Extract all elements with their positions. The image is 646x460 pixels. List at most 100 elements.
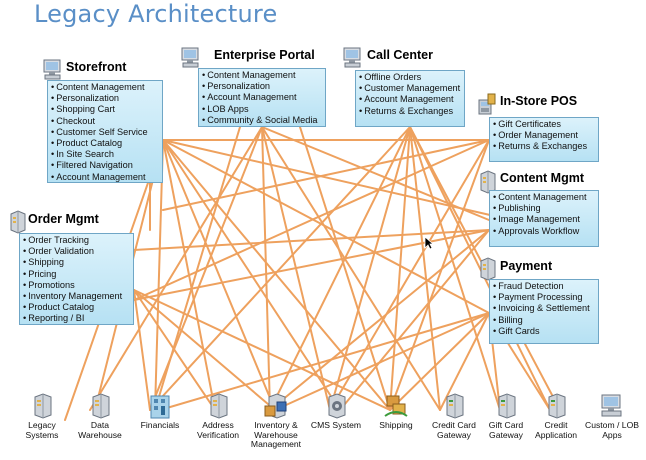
server-icon bbox=[480, 257, 496, 281]
backend-credit-application[interactable]: Credit Application bbox=[528, 392, 584, 440]
capability-item: Customer Self Service bbox=[51, 127, 159, 138]
backend-label: Inventory & Warehouse Management bbox=[250, 420, 302, 450]
backend-label: Address Verification bbox=[196, 420, 240, 440]
financials-icon bbox=[150, 395, 170, 419]
capability-item: Order Validation bbox=[23, 246, 130, 257]
capability-item: Personalization bbox=[51, 93, 159, 104]
backend-label: Data Warehouse bbox=[78, 420, 122, 440]
connector-line bbox=[133, 289, 276, 411]
backend-shipping[interactable]: Shipping bbox=[368, 392, 424, 431]
capability-item: Shopping Cart bbox=[51, 104, 159, 115]
connector-line bbox=[133, 229, 490, 251]
capability-item: Customer Management bbox=[359, 83, 461, 94]
backend-data-warehouse[interactable]: Data Warehouse bbox=[72, 392, 128, 440]
connector-line bbox=[154, 139, 164, 411]
connector-line bbox=[162, 139, 490, 314]
connector-line bbox=[389, 139, 490, 411]
capability-item: Filtered Navigation bbox=[51, 160, 159, 171]
capability-item: Inventory Management bbox=[23, 291, 130, 302]
system-title: Call Center bbox=[367, 48, 433, 62]
backend-label: Custom / LOB Apps bbox=[585, 420, 639, 440]
backend-inventory-warehouse[interactable]: Inventory & Warehouse Management bbox=[246, 392, 306, 450]
backend-credit-card-gateway[interactable]: Credit Card Gateway bbox=[424, 392, 484, 440]
capability-item: Account Management bbox=[51, 172, 159, 183]
capability-item: Gift Cards bbox=[493, 326, 595, 337]
system-title: Storefront bbox=[66, 60, 127, 74]
system-title: In-Store POS bbox=[500, 94, 578, 108]
system-capabilities-box: Content ManagementPersonalizationShoppin… bbox=[47, 80, 163, 183]
backend-label: Credit Card Gateway bbox=[432, 420, 476, 440]
connector-line bbox=[269, 229, 490, 411]
connector-line bbox=[329, 139, 490, 411]
system-capabilities-box: Fraud DetectionPayment ProcessingInvoici… bbox=[489, 279, 599, 344]
backend-label: Gift Card Gateway bbox=[488, 420, 524, 440]
capability-item: Gift Certificates bbox=[493, 119, 595, 130]
capability-item: LOB Apps bbox=[202, 104, 322, 115]
capability-item: Reporting / BI bbox=[23, 313, 130, 324]
computer-icon bbox=[181, 47, 199, 68]
backend-cms-system[interactable]: CMS System bbox=[308, 392, 364, 431]
capability-item: Promotions bbox=[23, 280, 130, 291]
backend-label: Financials bbox=[140, 420, 180, 430]
server-icon bbox=[92, 393, 110, 419]
backend-label: Shipping bbox=[379, 420, 413, 430]
capability-item: Payment Processing bbox=[493, 292, 595, 303]
server-icon bbox=[548, 393, 566, 419]
server-icon bbox=[10, 210, 26, 234]
computer-icon bbox=[601, 394, 622, 417]
connector-line bbox=[261, 126, 441, 411]
connector-line bbox=[389, 126, 411, 411]
system-capabilities-box: Gift CertificatesOrder ManagementReturns… bbox=[489, 117, 599, 162]
capability-item: Content Management bbox=[202, 70, 322, 81]
capability-item: Content Management bbox=[493, 192, 595, 203]
capability-item: Image Management bbox=[493, 214, 595, 225]
connector-line bbox=[409, 126, 501, 411]
capability-item: Account Management bbox=[359, 94, 461, 105]
connector-line bbox=[269, 126, 411, 411]
system-title: Content Mgmt bbox=[500, 171, 585, 185]
capability-item: Product Catalog bbox=[51, 138, 159, 149]
capability-item: Invoicing & Settlement bbox=[493, 303, 595, 314]
backend-label: Legacy Systems bbox=[25, 420, 59, 440]
connector-line bbox=[162, 139, 490, 211]
capability-item: Product Catalog bbox=[23, 302, 130, 313]
backend-label: Credit Application bbox=[534, 420, 578, 440]
connector-line bbox=[329, 126, 411, 411]
shipping-icon bbox=[384, 395, 408, 417]
backend-custom-lob-apps[interactable]: Custom / LOB Apps bbox=[584, 392, 640, 440]
server-icon bbox=[446, 393, 464, 419]
connector-line bbox=[389, 312, 490, 411]
connector-line bbox=[162, 139, 491, 216]
backend-address-verification[interactable]: Address Verification bbox=[190, 392, 246, 440]
capability-item: Fraud Detection bbox=[493, 281, 595, 292]
capability-item: Shipping bbox=[23, 257, 130, 268]
backend-financials[interactable]: Financials bbox=[132, 392, 188, 431]
connector-line bbox=[133, 289, 216, 411]
connector-line bbox=[409, 126, 551, 411]
connector-line bbox=[439, 312, 490, 411]
capability-item: Offline Orders bbox=[359, 72, 461, 83]
cms-server-icon bbox=[328, 393, 346, 419]
pos-terminal-icon bbox=[478, 93, 496, 115]
backend-legacy-systems[interactable]: Legacy Systems bbox=[14, 392, 70, 440]
connector-line bbox=[162, 139, 391, 411]
backend-gift-card-gateway[interactable]: Gift Card Gateway bbox=[478, 392, 534, 440]
computer-icon bbox=[43, 59, 61, 80]
mouse-cursor-icon bbox=[424, 236, 434, 250]
capability-item: Returns & Exchanges bbox=[359, 106, 461, 117]
capability-item: Returns & Exchanges bbox=[493, 141, 595, 152]
capability-item: Personalization bbox=[202, 81, 322, 92]
connector-line bbox=[299, 126, 391, 411]
computer-icon bbox=[343, 47, 361, 68]
warehouse-icon bbox=[264, 393, 287, 419]
connector-line bbox=[154, 126, 241, 411]
system-capabilities-box: Content ManagementPublishingImage Manage… bbox=[489, 190, 599, 247]
connector-line bbox=[133, 139, 490, 301]
server-icon bbox=[498, 393, 516, 419]
capability-item: Publishing bbox=[493, 203, 595, 214]
connector-line bbox=[89, 126, 263, 411]
connector-line bbox=[261, 126, 271, 411]
backend-label: CMS System bbox=[310, 420, 362, 430]
capability-item: Community & Social Media bbox=[202, 115, 322, 126]
